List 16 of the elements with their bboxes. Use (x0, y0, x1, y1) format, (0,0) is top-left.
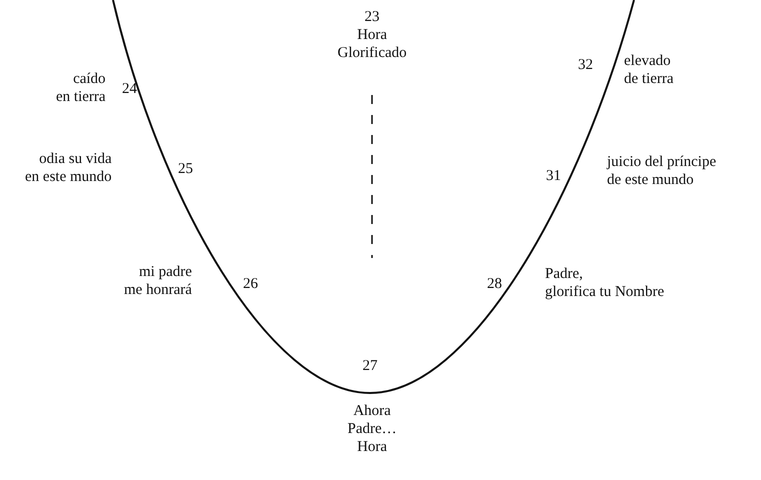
phrase-label: odia su vida en este mundo (25, 150, 112, 186)
phrase-label: juicio del príncipe de este mundo (607, 153, 716, 189)
verse-number: 28 (487, 275, 502, 293)
verse-number: 25 (178, 160, 193, 178)
verse-number: 31 (546, 167, 561, 185)
phrase-label: Hora Glorificado (338, 26, 407, 62)
phrase-label: elevado de tierra (624, 52, 674, 88)
verse-number: 24 (122, 80, 137, 98)
verse-number: 23 (364, 8, 380, 26)
verse-number: 27 (362, 357, 378, 375)
verse-number: 26 (243, 275, 258, 293)
phrase-label: Ahora Padre… Hora (348, 402, 397, 456)
verse-number: 32 (578, 56, 593, 74)
phrase-label: caído en tierra (56, 70, 106, 106)
phrase-label: mi padre me honrará (124, 263, 192, 299)
phrase-label: Padre, glorifica tu Nombre (545, 265, 664, 301)
